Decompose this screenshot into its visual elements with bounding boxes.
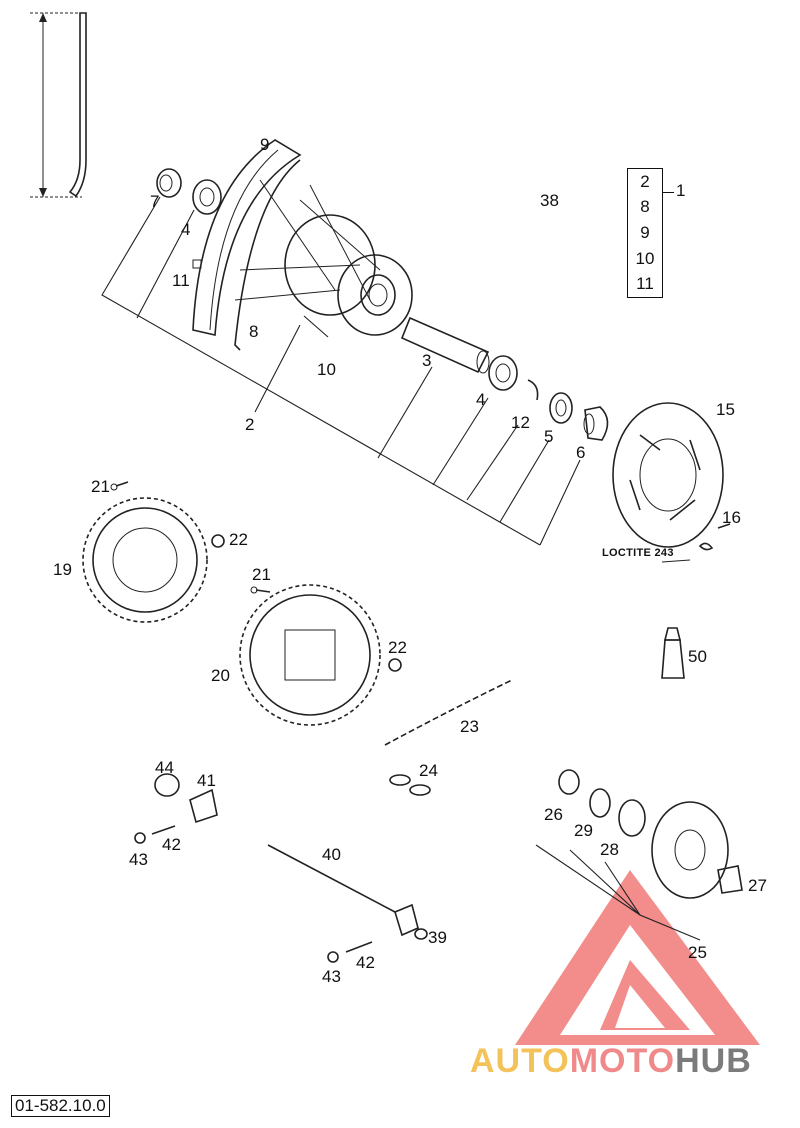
seal-29	[589, 788, 611, 818]
callout-44: 44	[155, 758, 174, 777]
callout-5: 5	[544, 427, 553, 446]
callout-10: 9	[260, 135, 269, 154]
watermark-logo	[515, 870, 760, 1045]
callout-12: 12	[511, 413, 530, 432]
spacer-26	[558, 769, 580, 795]
spoke-icon	[68, 12, 87, 198]
diagram-part-number: 01-582.10.0	[11, 1095, 110, 1117]
callout-22-a: 22	[229, 530, 248, 549]
callout-11: 11	[172, 271, 190, 290]
callout-9: 10	[317, 360, 336, 379]
callout-39: 39	[428, 928, 447, 947]
kit-label: 1	[676, 181, 686, 200]
callout-22-b: 22	[388, 638, 407, 657]
callout-42-a: 42	[162, 835, 181, 854]
chain-adjuster-41	[189, 788, 218, 824]
watermark-text: AUTOMOTOHUB	[470, 1042, 752, 1081]
watermark-auto: AUTO	[470, 1042, 570, 1080]
callout-43-b: 43	[322, 967, 341, 986]
bolt-42-b	[345, 941, 373, 953]
bolt-42-a	[151, 825, 176, 835]
damper-27	[717, 865, 743, 894]
callout-28: 28	[600, 840, 619, 859]
nut-43-a	[134, 832, 146, 844]
bearing-4-right	[488, 355, 518, 391]
watermark-hub: HUB	[675, 1042, 752, 1080]
callout-26: 26	[544, 805, 563, 824]
bearing-28	[618, 799, 646, 837]
watermark-moto: MOTO	[569, 1042, 676, 1080]
spoke-measurement	[30, 12, 87, 198]
callout-3: 3	[422, 351, 431, 370]
callout-29: 29	[574, 821, 593, 840]
screw-16	[698, 523, 731, 551]
callout-38: 38	[540, 191, 559, 210]
callout-8: 8	[249, 322, 258, 341]
kit-item: 8	[640, 197, 650, 217]
kit-item: 9	[640, 222, 650, 242]
cap-39	[414, 928, 428, 940]
callout-20: 20	[211, 666, 230, 685]
callout-labels: 9 7 4 11 8 10 2 3 4 12 5 6 15 16 38 21 2…	[53, 135, 767, 986]
spacer-7	[156, 168, 182, 198]
callout-15: 15	[716, 400, 735, 419]
hub	[234, 179, 413, 336]
axle-sleeve-3	[400, 316, 490, 374]
callout-16: 16	[722, 508, 741, 527]
nut-43-b	[327, 951, 339, 963]
callout-6: 6	[576, 443, 585, 462]
nut-22-b	[388, 658, 402, 672]
chain-23	[384, 679, 513, 746]
callout-7: 7	[150, 192, 159, 211]
callout-21-a: 21	[91, 477, 110, 496]
callout-23: 23	[460, 717, 479, 736]
callout-21-b: 21	[252, 565, 271, 584]
callout-24: 24	[419, 761, 438, 780]
sprocket-20	[239, 584, 381, 726]
callout-50: 50	[688, 647, 707, 666]
kit-item: 2	[640, 171, 650, 191]
sprocket-carrier-25	[651, 801, 729, 899]
nipple-11	[192, 259, 202, 269]
kit-bracket-line	[662, 192, 674, 193]
axle-40	[267, 844, 419, 937]
logo-triangle-center	[615, 985, 665, 1028]
circlip-12	[527, 379, 539, 401]
adjuster-44	[154, 773, 180, 797]
adhesive-note: LOCTITE 243	[602, 547, 674, 559]
screw-21-b	[250, 586, 271, 594]
callout-42-b: 42	[356, 953, 375, 972]
screw-21-a	[110, 481, 129, 491]
callout-41: 41	[197, 771, 216, 790]
callout-27: 27	[748, 876, 767, 895]
callout-19: 19	[53, 560, 72, 579]
brake-disc-15	[612, 402, 724, 548]
master-link-24	[389, 774, 431, 796]
kit-contents-box: 2 8 9 10 11	[627, 168, 663, 298]
seal-5	[549, 392, 573, 424]
callout-40: 40	[322, 845, 341, 864]
leader-lines	[101, 196, 701, 941]
kit-item: 11	[636, 274, 654, 294]
grease-tube-50	[661, 627, 685, 679]
spacer-6	[583, 406, 609, 441]
callout-4-b: 4	[476, 390, 485, 409]
callout-25: 25	[688, 943, 707, 962]
callout-4-a: 4	[181, 220, 190, 239]
kit-item: 10	[635, 248, 655, 268]
rim	[192, 139, 302, 351]
nut-22-a	[211, 534, 225, 548]
callout-2: 2	[245, 415, 254, 434]
sprocket-19	[82, 497, 208, 623]
callout-43-a: 43	[129, 850, 148, 869]
bearing-4-left	[192, 179, 222, 215]
